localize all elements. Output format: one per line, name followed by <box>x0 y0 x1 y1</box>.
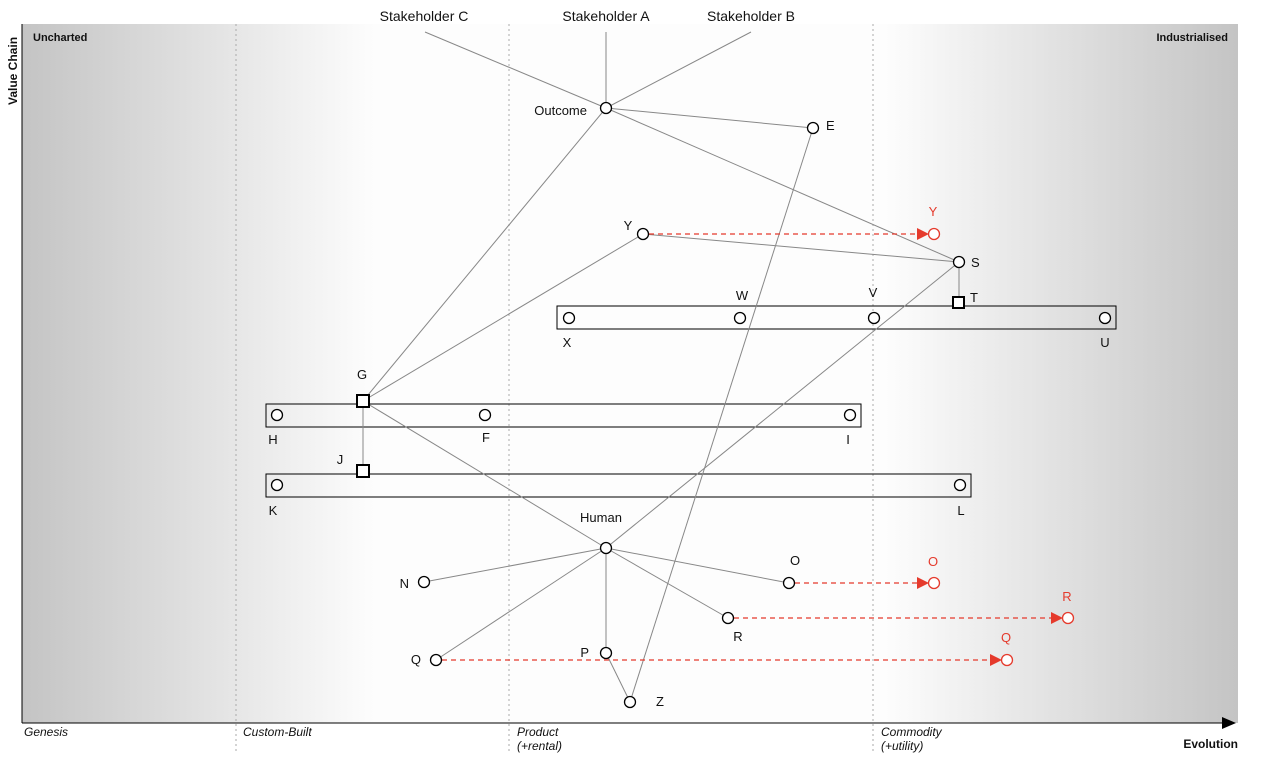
evolved-components <box>927 227 1075 667</box>
node-w <box>733 311 747 325</box>
pipeline-x-u <box>556 305 1117 330</box>
label-f: F <box>482 430 490 445</box>
stage-product-sub: (+rental) <box>517 739 562 753</box>
label-k: K <box>269 503 278 518</box>
node-f <box>478 408 492 422</box>
node-u <box>1098 311 1112 325</box>
label-g: G <box>357 367 367 382</box>
uncharted-label: Uncharted <box>33 32 87 44</box>
label-j: J <box>337 452 344 467</box>
node-h <box>270 408 284 422</box>
label-evolved-q: Q <box>1001 630 1011 645</box>
y-axis-title: Value Chain <box>6 37 20 105</box>
node-x <box>562 311 576 325</box>
node-z <box>623 695 637 709</box>
label-w: W <box>736 288 749 303</box>
stakeholder-b-label: Stakeholder B <box>707 8 795 24</box>
evolution-arrows <box>442 228 1063 666</box>
node-human <box>599 541 613 555</box>
node-y <box>636 227 650 241</box>
node-k <box>270 478 284 492</box>
node-t <box>952 296 965 309</box>
label-o: O <box>790 553 800 568</box>
pipeline-k-l <box>265 473 972 498</box>
evolved-node-y <box>927 227 941 241</box>
label-t: T <box>970 290 978 305</box>
evolved-node-o <box>927 576 941 590</box>
label-u: U <box>1100 335 1109 350</box>
label-evolved-r: R <box>1062 589 1071 604</box>
node-i <box>843 408 857 422</box>
label-i: I <box>846 432 850 447</box>
label-p: P <box>580 645 589 660</box>
pipeline-h-i <box>265 403 862 428</box>
node-o <box>782 576 796 590</box>
node-n <box>417 575 431 589</box>
evolved-node-q <box>1000 653 1014 667</box>
pipeline-anchors <box>356 296 965 478</box>
label-e: E <box>826 118 835 133</box>
node-outcome <box>599 101 613 115</box>
node-l <box>953 478 967 492</box>
label-evolved-o: O <box>928 554 938 569</box>
stage-commodity-sub: (+utility) <box>881 739 923 753</box>
stakeholder-c-label: Stakeholder C <box>380 8 469 24</box>
label-s: S <box>971 255 980 270</box>
label-h: H <box>268 432 277 447</box>
stage-product: Product <box>517 725 559 739</box>
node-e <box>806 121 820 135</box>
node-q <box>429 653 443 667</box>
components <box>270 101 1112 709</box>
node-g <box>356 394 370 408</box>
label-l: L <box>957 503 964 518</box>
label-r: R <box>733 629 742 644</box>
label-evolved-y: Y <box>929 204 938 219</box>
stakeholder-a-label: Stakeholder A <box>562 8 650 24</box>
stage-commodity: Commodity <box>881 725 943 739</box>
label-outcome: Outcome <box>534 103 587 118</box>
node-r <box>721 611 735 625</box>
node-s <box>952 255 966 269</box>
map-background <box>22 24 1238 723</box>
industrialised-label: Industrialised <box>1156 32 1228 44</box>
evolved-node-r <box>1061 611 1075 625</box>
label-q: Q <box>411 652 421 667</box>
node-j <box>356 464 370 478</box>
label-human: Human <box>580 510 622 525</box>
label-y: Y <box>624 218 633 233</box>
node-p <box>599 646 613 660</box>
stage-custom-built: Custom-Built <box>243 725 312 739</box>
label-x: X <box>563 335 572 350</box>
x-axis-title: Evolution <box>1183 737 1238 751</box>
label-n: N <box>400 576 409 591</box>
stage-separators <box>235 24 874 752</box>
stage-genesis: Genesis <box>24 725 68 739</box>
node-v <box>867 311 881 325</box>
pipelines <box>265 305 1117 498</box>
label-v: V <box>869 285 878 300</box>
links <box>362 31 960 703</box>
label-z: Z <box>656 694 664 709</box>
